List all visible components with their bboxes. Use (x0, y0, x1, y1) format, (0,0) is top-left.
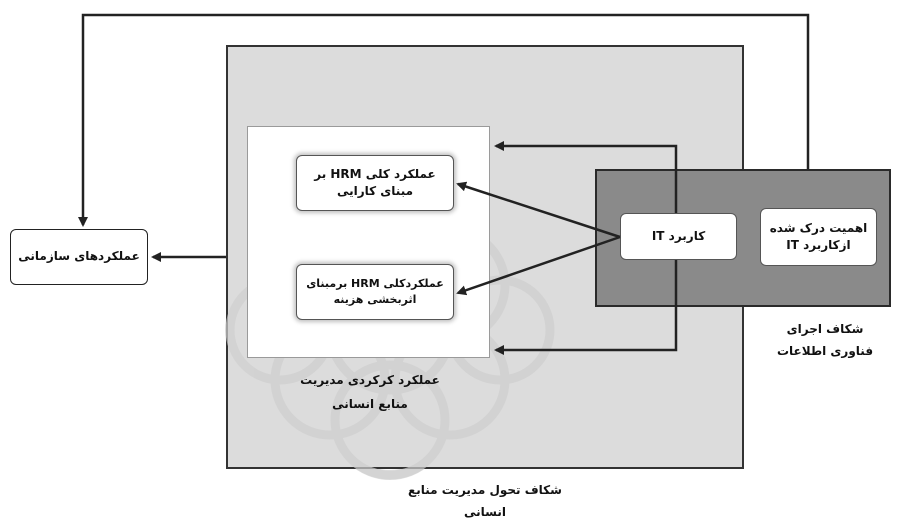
hr-transform-gap-label: شکاف تحول مدیریت منابع انسانی (408, 483, 562, 519)
hrm-cost-node: عملکردکلی HRM برمبنای اثربخشی هزینه (296, 264, 454, 320)
org-performance-node: عملکردهای سازمانی (10, 229, 148, 285)
it-perceived-label: اهمیت درک شده ازکاربرد IT (769, 220, 868, 252)
it-gap-label: شکاف اجرای فناوری اطلاعات (776, 322, 874, 358)
it-usage-node: کاربرد IT (620, 213, 737, 260)
hrm-cost-label: عملکردکلی HRM برمبنای اثربخشی هزینه (306, 277, 444, 306)
it-perceived-node: اهمیت درک شده ازکاربرد IT (760, 208, 877, 266)
it-usage-label: کاربرد IT (651, 228, 706, 243)
functional-hr-label: عملکرد کرکردی مدیریت منابع انسانی (300, 373, 440, 411)
hrm-efficiency-node: عملکرد کلی HRM بر مبنای کارایی (296, 155, 454, 211)
hrm-efficiency-label: عملکرد کلی HRM بر مبنای کارایی (314, 166, 436, 198)
org-performance-label: عملکردهای سازمانی (18, 249, 140, 264)
